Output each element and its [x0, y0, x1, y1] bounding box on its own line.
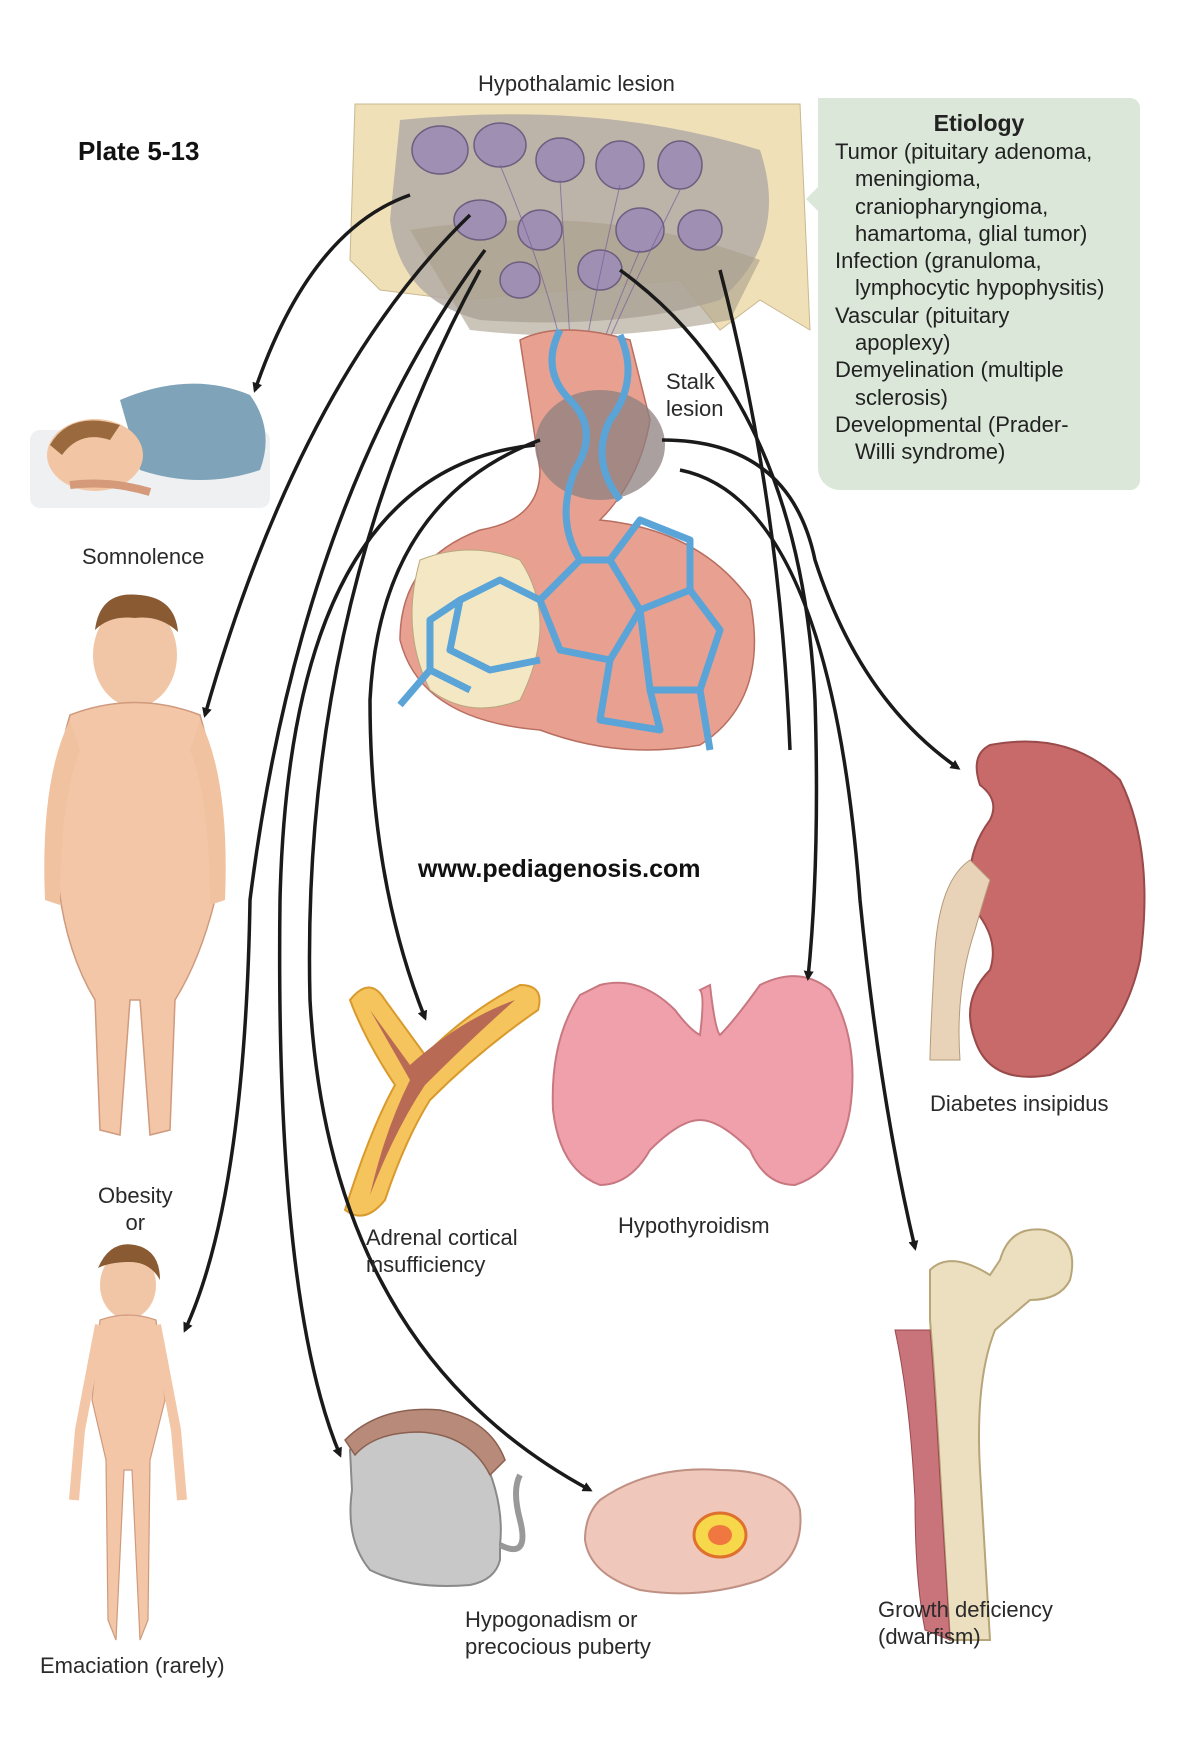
etiology-panel-pointer — [806, 185, 820, 213]
somnolence-label: Somnolence — [82, 543, 204, 570]
diabetes-insipidus-label: Diabetes insipidus — [930, 1090, 1109, 1117]
somnolence-figure — [30, 384, 270, 508]
adrenal-illustration — [345, 985, 540, 1216]
etiology-item-tumor: Tumor (pituitary adenoma, meningioma, cr… — [835, 138, 1104, 247]
etiology-title: Etiology — [818, 110, 1140, 137]
etiology-item-infection: Infection (granuloma, lymphocytic hypoph… — [835, 247, 1104, 302]
femur-illustration — [895, 1229, 1072, 1640]
hypogonadism-label: Hypogonadism or precocious puberty — [465, 1606, 651, 1660]
watermark-url: www.pediagenosis.com — [418, 855, 700, 884]
etiology-item-demyelination: Demyelination (multiple sclerosis) — [835, 356, 1104, 411]
thyroid-illustration — [553, 976, 853, 1185]
kidney-illustration — [930, 742, 1145, 1077]
hypothyroidism-label: Hypothyroidism — [618, 1212, 770, 1239]
ovary-illustration — [585, 1469, 801, 1593]
testis-illustration — [345, 1409, 523, 1586]
obesity-figure — [44, 594, 225, 1135]
etiology-item-developmental: Developmental (Prader- Willi syndrome) — [835, 411, 1104, 466]
plate-number: Plate 5-13 — [78, 136, 199, 167]
emaciation-label: Emaciation (rarely) — [40, 1652, 225, 1679]
etiology-list: Tumor (pituitary adenoma, meningioma, cr… — [835, 138, 1104, 466]
stalk-lesion-label: Stalk lesion — [666, 368, 723, 422]
growth-deficiency-label: Growth deficiency (dwarfism) — [878, 1596, 1053, 1650]
adrenal-label: Adrenal cortical insufficiency — [366, 1224, 518, 1278]
etiology-item-vascular: Vascular (pituitary apoplexy) — [835, 302, 1104, 357]
obesity-label: Obesity or — [98, 1182, 173, 1236]
emaciation-figure — [74, 1244, 182, 1640]
hypothalamic-lesion-label: Hypothalamic lesion — [478, 70, 675, 97]
